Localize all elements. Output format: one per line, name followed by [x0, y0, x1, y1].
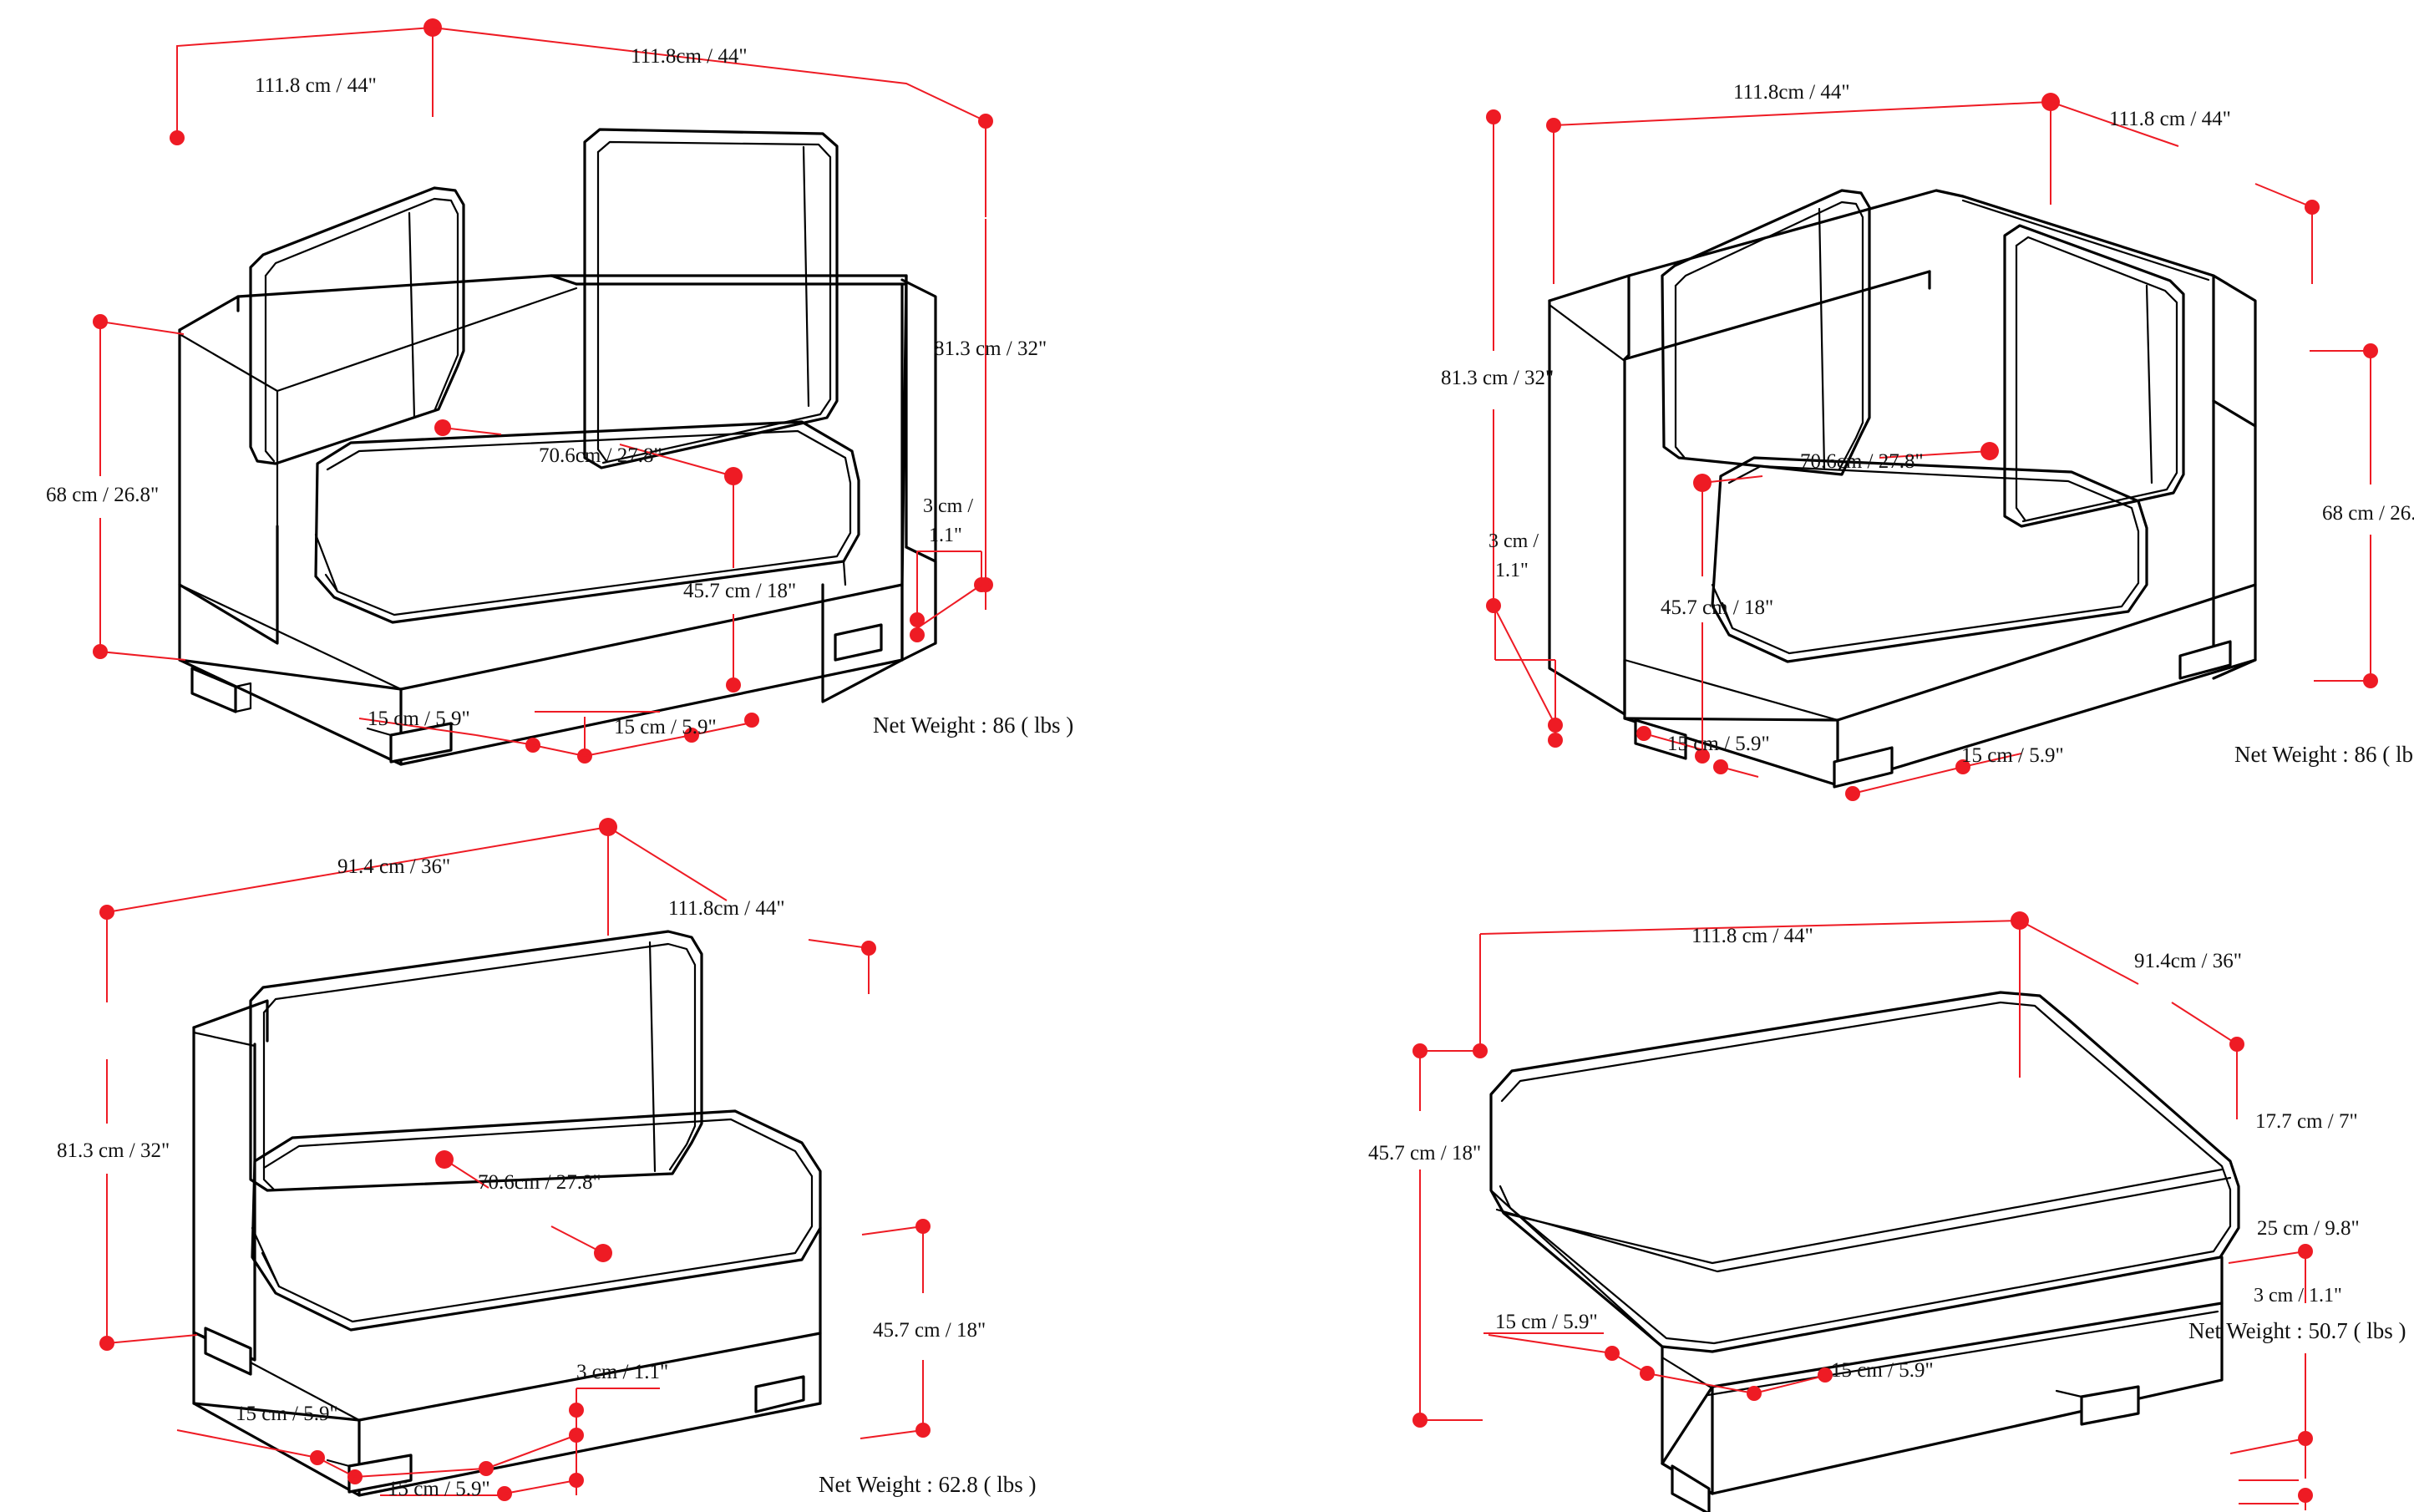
- dim-label-ottoman-leg-spacing-front: 15 cm / 5.9": [1831, 1359, 1934, 1382]
- furniture-drawing-ottoman: [1489, 991, 2240, 1512]
- dim-label-corner-right-top-depth: 111.8cm / 44": [1733, 81, 1850, 104]
- dim-label-armless-seat-depth: 70.6cm / 27.8": [478, 1171, 601, 1194]
- dimensions-armless: [99, 818, 931, 1501]
- dim-label-ottoman-leg-height: 3 cm / 1.1": [2254, 1285, 2342, 1307]
- dim-label-armless-seat-height: 45.7 cm / 18": [873, 1319, 986, 1342]
- dim-label-corner-left-arm-height: 68 cm / 26.8": [46, 484, 159, 506]
- dim-label-corner-left-top-depth: 111.8cm / 44": [631, 45, 748, 68]
- dim-label-corner-left-back-height: 81.3 cm / 32": [934, 337, 1047, 360]
- net-weight-corner-right: Net Weight : 86 ( lbs ): [2234, 742, 2414, 767]
- dim-label-armless-leg-spacing-front: 15 cm / 5.9": [388, 1478, 490, 1500]
- dim-label-corner-left-seat-height: 45.7 cm / 18": [683, 580, 796, 602]
- dim-label-ottoman-top-depth: 91.4cm / 36": [2134, 950, 2242, 972]
- dim-label-corner-left-leg-height: 3 cm /: [923, 495, 973, 517]
- dim-label-corner-right-leg-spacing-front: 15 cm / 5.9": [1961, 744, 2064, 767]
- dim-label-armless-back-height: 81.3 cm / 32": [57, 1139, 170, 1162]
- dim-label-armless-top-depth: 111.8cm / 44": [668, 897, 785, 920]
- net-weight-corner-left: Net Weight : 86 ( lbs ): [873, 713, 1073, 738]
- dim-label-corner-right-leg-spacing-left: 15 cm / 5.9": [1667, 733, 1770, 755]
- dim-label-armless-leg-height: 3 cm / 1.1": [576, 1361, 668, 1383]
- dim-label-corner-right-arm-height: 68 cm / 26.8": [2322, 502, 2414, 525]
- furniture-drawing-corner-right: [1548, 189, 2257, 789]
- dim-label-corner-right-seat-height: 45.7 cm / 18": [1661, 596, 1773, 619]
- dim-label-corner-right-leg-height-inches: 1.1": [1495, 560, 1529, 581]
- dim-label-corner-left-leg-height-inches: 1.1": [929, 525, 962, 546]
- dim-label-ottoman-base-height: 25 cm / 9.8": [2257, 1217, 2360, 1240]
- dim-label-armless-top-width: 91.4 cm / 36": [337, 855, 450, 878]
- dim-label-ottoman-leg-spacing-left: 15 cm / 5.9": [1495, 1311, 1598, 1333]
- net-weight-ottoman: Net Weight : 50.7 ( lbs ): [2188, 1318, 2406, 1343]
- furniture-drawing-corner-left: [178, 128, 937, 766]
- dim-label-corner-right-leg-height: 3 cm /: [1488, 530, 1539, 552]
- dim-label-ottoman-cushion-height: 17.7 cm / 7": [2255, 1110, 2358, 1133]
- dimensions-corner-left: [93, 18, 993, 764]
- dim-label-corner-right-back-height: 81.3 cm / 32": [1441, 367, 1554, 389]
- dim-label-armless-leg-spacing-left: 15 cm / 5.9": [236, 1403, 338, 1425]
- dim-label-corner-left-top-width: 111.8 cm / 44": [255, 74, 377, 97]
- dim-label-ottoman-total-height: 45.7 cm / 18": [1368, 1142, 1481, 1164]
- dimensions-corner-right: [1486, 93, 2378, 801]
- dim-label-corner-left-leg-spacing-left: 15 cm / 5.9": [368, 708, 470, 730]
- dimensions-ottoman: [1412, 911, 2313, 1510]
- dim-label-corner-right-top-width: 111.8 cm / 44": [2109, 108, 2231, 130]
- dim-label-corner-left-seat-depth: 70.6cm / 27.8": [539, 444, 662, 467]
- net-weight-armless: Net Weight : 62.8 ( lbs ): [819, 1472, 1037, 1497]
- dim-label-corner-left-leg-spacing-front: 15 cm / 5.9": [614, 716, 717, 738]
- dim-label-corner-right-seat-depth: 70.6cm / 27.8": [1800, 450, 1924, 473]
- panel-corner-right: 111.8cm / 44" 111.8 cm / 44" 81.3 cm / 3…: [1441, 81, 2414, 801]
- panel-ottoman: 111.8 cm / 44" 91.4cm / 36" 45.7 cm / 18…: [1368, 911, 2406, 1512]
- dim-label-ottoman-top-width: 111.8 cm / 44": [1691, 925, 1813, 947]
- panel-armless: 91.4 cm / 36" 111.8cm / 44" 81.3 cm / 32…: [57, 818, 1037, 1501]
- panel-corner-left: 111.8 cm / 44" 111.8cm / 44" 81.3 cm / 3…: [46, 18, 1073, 766]
